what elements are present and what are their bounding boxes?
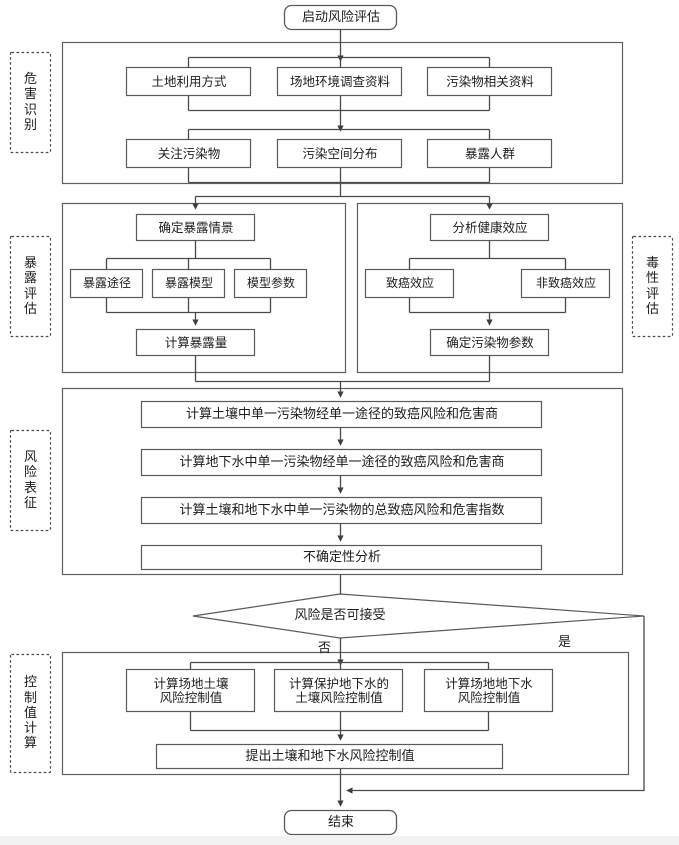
phase-char: 估: [23, 301, 37, 317]
node-risk-step-4: [140, 544, 543, 571]
phase-char: 露: [23, 271, 37, 287]
phase-char: 险: [23, 465, 37, 481]
node-exposed-pop: [426, 138, 553, 169]
phase-char: 征: [23, 495, 37, 511]
node-protect-gw-soil-control: [273, 668, 404, 713]
edge-exposure-fan-top: [105, 257, 272, 270]
footer-divider: [0, 836, 679, 845]
phase-char: 算: [23, 736, 37, 752]
edge-label-no: 否: [318, 641, 332, 656]
edge-hazard-row1-bottom-bracket: [187, 95, 491, 112]
phase-char: 评: [23, 286, 37, 302]
edge-hazard-row1-top-bracket: [187, 56, 491, 68]
node-site-soil-control: [125, 668, 256, 713]
node-site-survey: [276, 66, 403, 97]
phase-char: 识: [23, 102, 37, 118]
node-exposure-route: [69, 268, 144, 299]
phase-label-risk: 风 险 表 征: [10, 430, 51, 531]
node-model-params: [233, 268, 308, 299]
phase-char: 评: [645, 286, 659, 302]
node-risk-step-3: [140, 496, 543, 525]
phase-label-hazard: 危 害 识 别: [10, 52, 51, 153]
phase-label-exposure: 暴 露 评 估: [10, 236, 51, 337]
node-risk-step-2: [140, 448, 543, 477]
phase-char: 风: [23, 449, 37, 465]
edge-hazard-row2-top-bracket: [187, 128, 491, 140]
phase-box-risk: [9, 429, 52, 532]
phase-box-exposure: [9, 235, 52, 338]
edge-control-fan-bottom: [189, 711, 490, 732]
edge-toxicity-fan-top: [408, 257, 567, 270]
phase-char: 控: [23, 675, 37, 691]
group-box-control: [61, 651, 630, 776]
phase-char: 值: [23, 705, 37, 721]
node-end: [283, 809, 398, 836]
edge-exposure-fan-bottom: [105, 297, 272, 314]
group-box-risk: [61, 387, 624, 576]
phase-label-toxicity: 毒 性 评 估: [632, 236, 673, 337]
node-exposure-model: [151, 268, 226, 299]
node-start: [283, 4, 398, 31]
node-site-gw-control: [423, 668, 554, 713]
phase-box-hazard: [9, 51, 52, 154]
edge-control-fan-top: [189, 661, 490, 670]
edge-label-yes: 是: [558, 635, 572, 650]
node-exposure-amount: [135, 328, 256, 357]
group-box-exposure: [61, 202, 347, 374]
group-box-hazard: [61, 41, 624, 185]
phase-char: 害: [23, 87, 37, 103]
node-land-use: [125, 66, 252, 97]
phase-char: 毒: [645, 255, 659, 271]
node-non-carcinogenic: [520, 268, 611, 299]
phase-char: 性: [645, 271, 659, 287]
phase-char: 危: [23, 71, 37, 87]
node-exposure-scenario: [135, 213, 256, 242]
node-proposed-control: [155, 743, 504, 770]
node-decision-risk-acceptable: [192, 593, 645, 639]
node-carcinogenic: [364, 268, 455, 299]
phase-char: 暴: [23, 255, 37, 271]
node-pollutant-params: [429, 328, 550, 357]
edge-decision-yes: [346, 616, 645, 794]
edge-toxicity-fan-bottom: [408, 297, 567, 314]
phase-label-control: 控 制 值 计 算: [10, 654, 51, 773]
node-risk-step-1: [140, 400, 543, 429]
phase-char: 制: [23, 690, 37, 706]
node-target-pollutant: [125, 138, 252, 169]
node-health-effect: [429, 213, 550, 242]
phase-char: 别: [23, 117, 37, 133]
phase-char: 表: [23, 480, 37, 496]
phase-char: 估: [645, 301, 659, 317]
node-pollutant-data: [426, 66, 553, 97]
phase-box-toxicity: [631, 235, 674, 338]
phase-char: 计: [23, 721, 37, 737]
edge-hazard-row2-bottom-bracket: [187, 167, 491, 184]
phase-box-control: [9, 653, 52, 774]
node-spatial-dist: [276, 138, 403, 169]
